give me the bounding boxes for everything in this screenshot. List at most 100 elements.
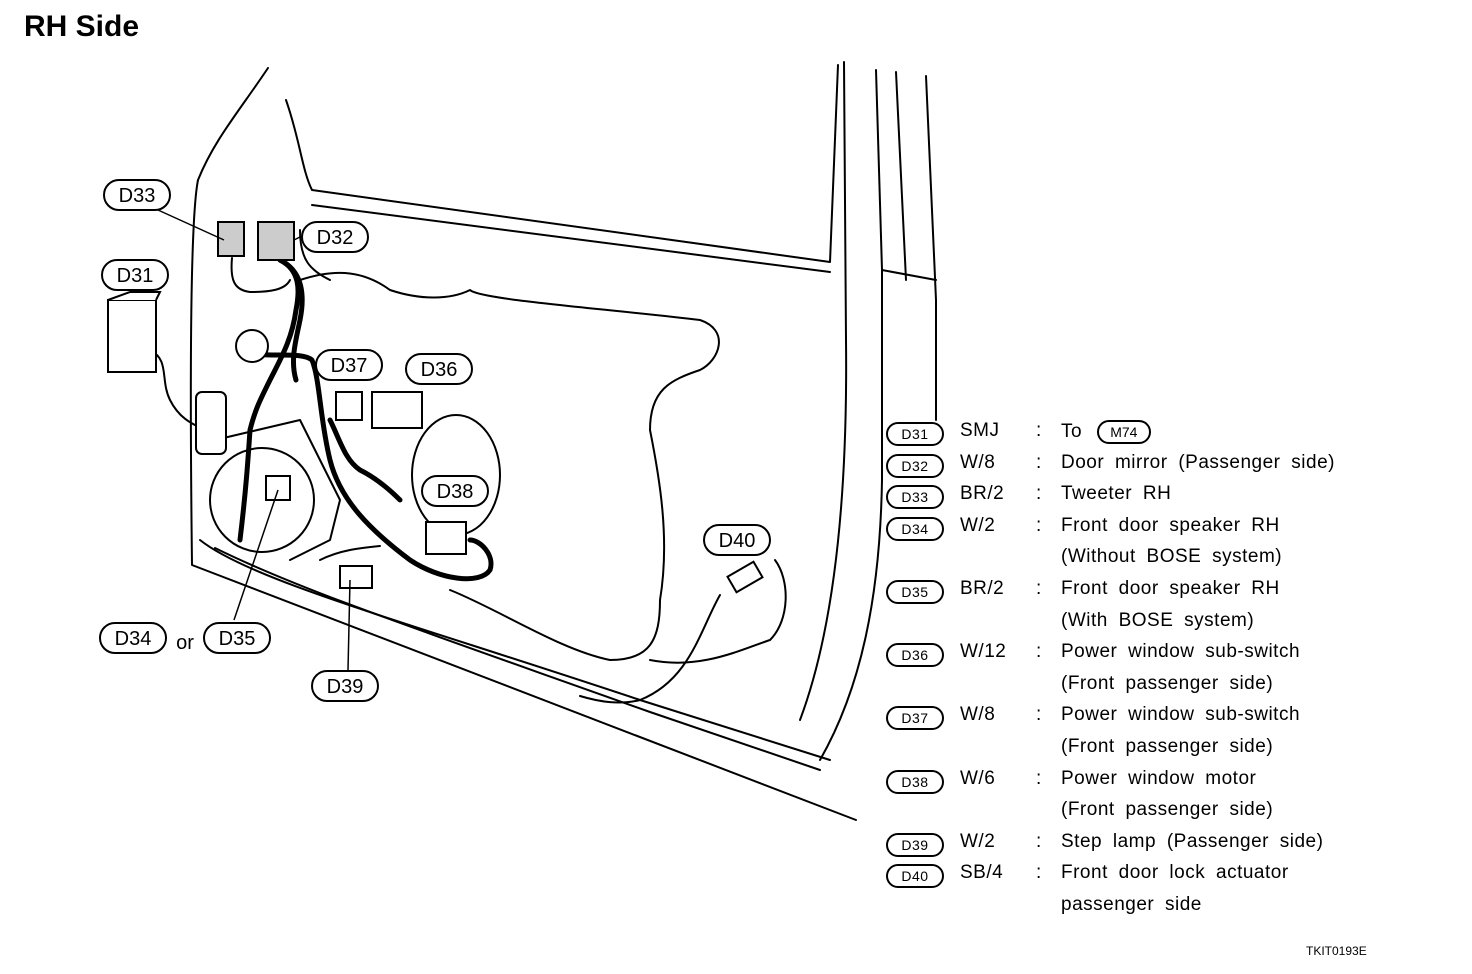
legend-code-badge: D39 <box>886 832 944 857</box>
legend-description: Power window sub-switch <box>1061 704 1300 726</box>
harness-d36 <box>327 417 403 503</box>
legend-description-text: Front door speaker RH <box>1061 577 1280 599</box>
legend-code-badge: D38 <box>886 769 944 794</box>
figure-code: TKIT0193E <box>1306 944 1367 958</box>
legend-row: D36 W/12: Power window sub-switch <box>886 639 1446 671</box>
callout-pill-d32 <box>301 221 369 253</box>
connector-d37 <box>335 391 363 421</box>
legend-colon: : <box>1036 514 1042 536</box>
legend-description-text: passenger side <box>1061 893 1202 915</box>
connector-d36 <box>371 391 423 429</box>
harness-d40 <box>579 594 721 704</box>
legend-description-text: (Front passenger side) <box>1061 735 1274 757</box>
callout-pill-d34 <box>99 622 167 654</box>
legend-description-text: To <box>1061 421 1083 443</box>
window-sill <box>311 204 831 273</box>
leader-d33 <box>157 209 225 241</box>
legend-row: (Front passenger side) <box>886 797 1446 829</box>
legend-colon: : <box>1036 420 1042 441</box>
legend-spec: BR/2 <box>960 577 1005 599</box>
callout-d33: D33 <box>119 185 156 207</box>
door-pillar-d <box>925 75 937 421</box>
legend-colon: : <box>1036 451 1042 473</box>
legend-row: (Without BOSE system) <box>886 544 1446 576</box>
legend-description-text: Power window sub-switch <box>1061 704 1301 726</box>
callout-pill-d36 <box>405 353 473 385</box>
page-title: RH Side <box>24 10 140 43</box>
harness-loop <box>237 347 494 582</box>
legend-spec: W/2 <box>960 514 996 536</box>
legend-spec: BR/2 <box>960 483 1005 505</box>
legend-code-badge: D36 <box>886 643 944 668</box>
legend-description: Power window sub-switch <box>1061 641 1300 663</box>
legend-spec: W/8 <box>960 704 996 726</box>
legend-description-text: Power window sub-switch <box>1061 641 1301 663</box>
legend-description: To M74 <box>1061 420 1151 444</box>
connector-d34-d35 <box>265 475 291 501</box>
door-outline <box>189 67 857 821</box>
connector-d31-box <box>107 299 157 373</box>
legend-description: Front door lock actuator <box>1061 862 1289 884</box>
legend-description: Front door speaker RH <box>1061 578 1280 600</box>
legend-code-badge: D31 <box>886 422 944 446</box>
harness-d33 <box>230 257 291 293</box>
pillar-cap <box>881 269 937 281</box>
callout-pill-d39 <box>311 670 379 702</box>
legend-description-text: (Front passenger side) <box>1061 672 1274 694</box>
inner-panel <box>299 271 720 661</box>
legend-row: (With BOSE system) <box>886 608 1446 640</box>
callout-d31: D31 <box>117 265 154 287</box>
leader-d34-d35 <box>233 489 279 621</box>
connector-d39 <box>339 565 373 589</box>
legend-colon: : <box>1036 830 1042 852</box>
legend-ref-badge: M74 <box>1096 420 1151 444</box>
grommet-side <box>195 391 227 455</box>
harness-d39 <box>319 545 381 561</box>
connector-d31-face <box>107 291 162 301</box>
legend-description-text: Power window motor <box>1061 767 1257 789</box>
callout-d34: D34 <box>115 628 152 650</box>
sill-line-2 <box>214 547 821 771</box>
speaker-circle <box>209 447 315 553</box>
door-pillar-a <box>799 61 848 721</box>
legend-description-text: Door mirror (Passenger side) <box>1061 451 1335 473</box>
legend-spec: SMJ <box>960 420 1000 441</box>
callout-d39: D39 <box>327 676 364 698</box>
door-pillar-c <box>895 71 907 281</box>
callout-d32: D32 <box>317 227 354 249</box>
harness-main <box>237 257 301 543</box>
legend-description-text: Front door speaker RH <box>1061 514 1280 536</box>
legend-colon: : <box>1036 577 1042 599</box>
harness-d32 <box>277 257 305 383</box>
legend-spec: W/12 <box>960 641 1007 663</box>
callout-d36: D36 <box>421 359 458 381</box>
legend-colon: : <box>1036 704 1042 726</box>
callout-pill-d37 <box>315 349 383 381</box>
legend-colon: : <box>1036 767 1042 789</box>
leader-d32 <box>293 235 303 241</box>
callout-pill-d35 <box>203 622 271 654</box>
legend-code-badge: D37 <box>886 706 944 731</box>
legend-description-text: Tweeter RH <box>1061 483 1172 505</box>
callout-or: or <box>176 632 194 654</box>
callout-d40: D40 <box>719 530 756 552</box>
callout-pill-d33 <box>103 179 171 211</box>
door-outline-inner <box>285 64 839 263</box>
legend-description-text: (With BOSE system) <box>1061 609 1255 631</box>
legend-description: Front door speaker RH <box>1061 515 1280 537</box>
connector-d32 <box>257 221 295 261</box>
legend-description: Power window motor <box>1061 768 1256 790</box>
legend-description: Tweeter RH <box>1061 483 1171 505</box>
legend-colon: : <box>1036 641 1042 663</box>
door-pillar-b <box>819 69 883 761</box>
callout-pill-d40 <box>703 524 771 556</box>
legend-description-text: Step lamp (Passenger side) <box>1061 830 1324 852</box>
connector-d40 <box>726 560 764 594</box>
legend-description-text: (Without BOSE system) <box>1061 546 1283 568</box>
legend-row: passenger side <box>886 892 1446 924</box>
grommet-top <box>235 329 269 363</box>
